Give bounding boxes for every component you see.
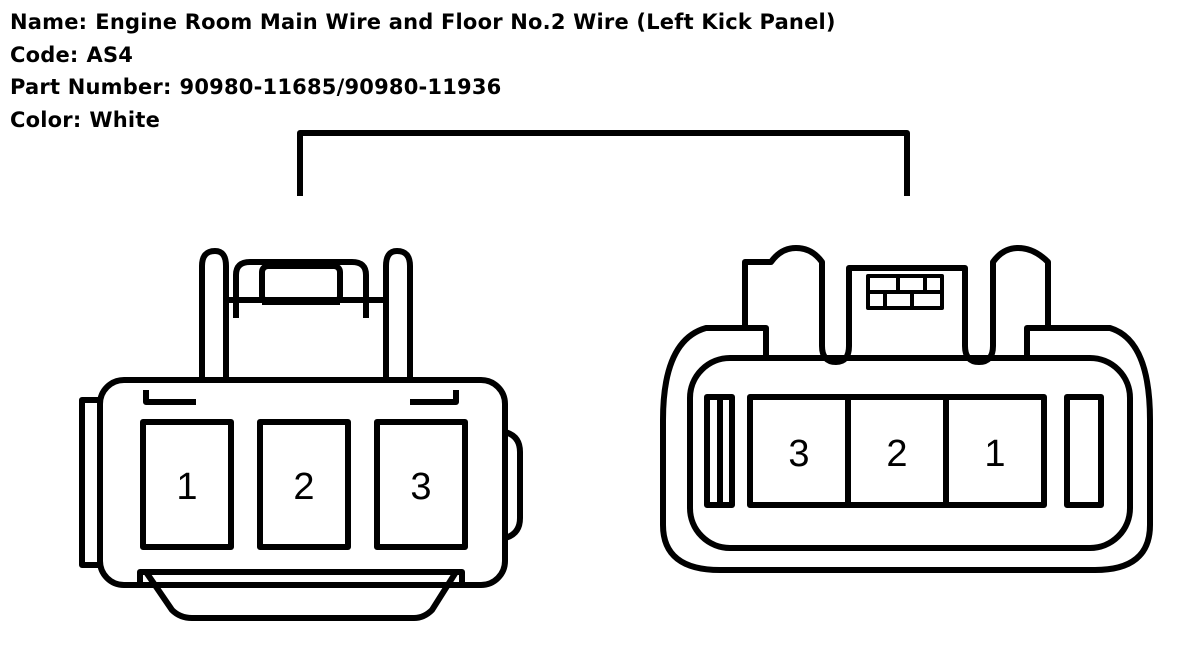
name-label: Name: bbox=[10, 10, 88, 34]
part-number-line: Part Number: 90980-11685/90980-11936 bbox=[10, 71, 836, 104]
left-pin-label-3: 3 bbox=[410, 466, 431, 508]
left-bottom-lip bbox=[143, 570, 459, 621]
right-top-notch bbox=[410, 390, 459, 405]
part-number-value: 90980-11685/90980-11936 bbox=[179, 75, 502, 99]
right-pin-label-3: 1 bbox=[984, 433, 1005, 475]
left-pin-label-2: 2 bbox=[293, 466, 314, 508]
right-housing-step-right bbox=[1024, 325, 1048, 358]
right-inner-panel bbox=[687, 355, 1133, 551]
right-cavity-3 bbox=[943, 394, 1047, 508]
left-side-tab bbox=[79, 397, 100, 568]
code-value: AS4 bbox=[86, 42, 134, 67]
left-pin-label-1: 1 bbox=[176, 466, 197, 508]
left-inner-band bbox=[137, 569, 465, 585]
color-line: Color: White bbox=[10, 104, 836, 137]
left-cavity-2 bbox=[257, 419, 351, 550]
keyway-grid bbox=[866, 274, 944, 310]
latch-loop bbox=[233, 259, 369, 318]
right-pin-label-2: 2 bbox=[886, 433, 907, 475]
latch-button bbox=[259, 263, 343, 305]
right-body bbox=[660, 325, 1153, 573]
center-latch-column bbox=[223, 297, 389, 380]
color-label: Color: bbox=[10, 107, 82, 132]
code-line: Code: AS4 bbox=[10, 39, 836, 72]
color-value: White bbox=[89, 107, 161, 132]
left-top-notch bbox=[143, 390, 196, 405]
right-housing-step-left bbox=[745, 325, 769, 358]
right-top-housing bbox=[742, 245, 1051, 365]
mating-bracket bbox=[297, 130, 910, 196]
right-side-tab bbox=[504, 429, 523, 541]
right-latch-arm-outer bbox=[383, 248, 413, 380]
left-connector bbox=[79, 248, 523, 621]
name-line: Name: Engine Room Main Wire and Floor No.… bbox=[10, 6, 836, 39]
name-value: Engine Room Main Wire and Floor No.2 Wir… bbox=[95, 10, 836, 34]
part-number-label: Part Number: bbox=[10, 75, 172, 99]
right-pin-label-1: 3 bbox=[788, 433, 809, 475]
left-latch-arm-outer bbox=[199, 248, 229, 380]
connector-info: Name: Engine Room Main Wire and Floor No.… bbox=[10, 6, 836, 136]
right-connector bbox=[660, 245, 1153, 573]
code-label: Code: bbox=[10, 42, 79, 67]
right-right-slot bbox=[1064, 394, 1104, 508]
left-cavity-3 bbox=[374, 419, 468, 550]
left-body bbox=[97, 377, 508, 588]
left-cavity-1 bbox=[140, 419, 234, 550]
